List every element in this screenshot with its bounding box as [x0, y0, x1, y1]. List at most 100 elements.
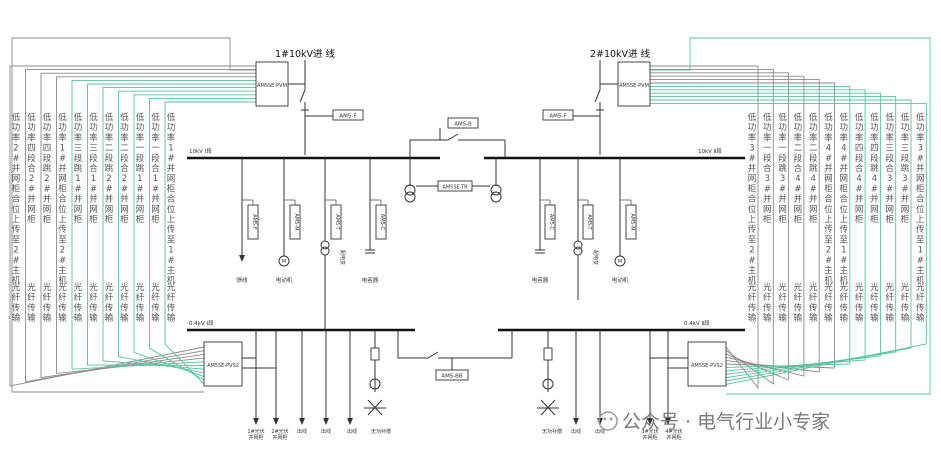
hv-r1-meter-label: AM5-C — [548, 214, 554, 231]
svg-text:M: M — [282, 259, 286, 265]
signal-wires — [9, 37, 931, 395]
hv-r3-label: 电动机 — [612, 276, 629, 284]
signal-wire-left-7 — [102, 87, 256, 370]
fiber-label-right-7: 光纤传输 — [840, 282, 849, 324]
outer-loop-right — [650, 37, 931, 395]
signal-wire-left-6 — [87, 83, 256, 366]
hv-l2-meter-label: AM5-M — [293, 213, 299, 230]
fiber-label-left-9: 光纤传输 — [136, 282, 145, 324]
fiber-label-right-2: 光纤传输 — [763, 282, 772, 324]
hv-l1-meter-label: AM5-F — [251, 214, 257, 230]
fiber-label-right-1: 光纤传输 — [748, 282, 757, 324]
feeder-2-title: 2#10kV进 线 — [590, 48, 651, 60]
signal-wire-right-6 — [650, 82, 835, 369]
pvm-right-label: AM5SE-PVM — [619, 83, 649, 89]
amsb-hv-label: AM5-B — [454, 122, 472, 128]
hv-l2-label: 电动机 — [276, 276, 293, 284]
fiber-label-left-6: 光纤传输 — [89, 282, 98, 324]
pvm-left-label: AM5SE-PVM — [257, 83, 287, 89]
amsf-right-meter — [542, 109, 574, 121]
pvs-right-relay — [687, 341, 727, 387]
amsf-left-meter — [332, 109, 364, 121]
signal-wire-left-2 — [25, 69, 256, 383]
hv-l3-meter-label: AM5-T — [334, 214, 340, 230]
lv-right-outlets: 无功补偿 出线 出线 3#光伏并网柜 4#光伏并网柜 — [537, 330, 683, 441]
fiber-label-right-11: 光纤传输 — [901, 282, 910, 324]
hv-bus-tie: AM5-B — [409, 117, 506, 158]
fiber-label-left-11: 光纤传输 — [167, 282, 176, 324]
transformer-controller-label: AM5SE-TR — [442, 185, 468, 191]
amsbb-lv-meter — [435, 369, 469, 381]
lv-r1-label: 无功补偿 — [542, 428, 562, 435]
signal-wire-right-1 — [650, 65, 759, 390]
svg-text:M: M — [618, 259, 622, 265]
fiber-label-right-9: 光纤传输 — [870, 282, 879, 324]
fiber-label-left-4: 光纤传输 — [58, 282, 67, 324]
hv-l3-label: 配电变 — [339, 250, 346, 265]
watermark-text: 公众号 · 电气行业小专家 — [622, 411, 830, 433]
watermark: 公众号 · 电气行业小专家 — [598, 411, 830, 433]
signal-wire-right-11 — [650, 99, 912, 382]
signal-wire-right-9 — [650, 92, 881, 375]
signal-wire-right-12 — [650, 102, 927, 385]
fiber-label-right-5: 光纤传输 — [809, 282, 818, 324]
amsb-hv-meter — [447, 117, 479, 129]
lv-r3-label: 出线 — [595, 428, 605, 435]
pvs-left-label: AM5SE-PVS2 — [207, 363, 239, 369]
hv-r2-label: 配电变 — [592, 250, 599, 265]
fiber-label-left-5: 光纤传输 — [74, 282, 83, 324]
lv-l5-label: 出线 — [347, 428, 357, 435]
transformer-pair: AM5SE-TR — [404, 158, 502, 203]
fiber-label-left-1: 光纤传输 — [12, 282, 21, 324]
signal-wire-left-10 — [149, 97, 256, 381]
signal-wire-right-8 — [650, 89, 866, 372]
fiber-label-right-4: 光纤传输 — [794, 282, 803, 324]
hv-l4-meter-label: AM5-C — [379, 214, 385, 231]
pvs-right-label: AM5SE-PVS2 — [691, 363, 723, 369]
outer-loop-left — [11, 37, 256, 393]
transformer-controller — [437, 180, 473, 192]
lv-r5-label: 4#光伏并网柜 — [665, 428, 682, 441]
signal-wire-left-8 — [118, 90, 256, 374]
signal-wire-left-11 — [164, 101, 256, 385]
signal-wire-left-5 — [71, 79, 256, 370]
signal-wire-left-9 — [133, 94, 256, 378]
bus-04kv-2-label: 0.4kV Ⅱ段 — [684, 319, 710, 327]
lv-bus-tie: AM5-BB — [397, 330, 513, 381]
fiber-label-left-7: 光纤传输 — [105, 282, 114, 324]
fiber-label-right-12: 光纤传输 — [916, 282, 925, 324]
hv-r1-label: 电容器 — [532, 276, 549, 284]
lv-l6-label: 无功补偿 — [371, 428, 391, 435]
amsbb-lv-label: AM5-BB — [441, 374, 463, 380]
amsf-right-label: AM5-F — [549, 114, 566, 120]
lv-l2-label: 2#光伏并网柜 — [271, 428, 288, 441]
hv-left-branches: AM5-F 馈线 M AM5-M 电动机 AM5-T 配电变 AM5-C 电容器 — [236, 158, 387, 284]
lv-r4-label: 3#光伏并网柜 — [641, 428, 658, 441]
fiber-label-right-3: 光纤传输 — [778, 282, 787, 324]
signal-wire-left-1 — [9, 65, 256, 387]
lv-l4-label: 出线 — [321, 428, 331, 435]
hv-r3-meter-label: AM5-M — [629, 213, 635, 230]
hv-l4-label: 电容器 — [362, 276, 379, 284]
lv-r2-label: 出线 — [571, 428, 581, 435]
